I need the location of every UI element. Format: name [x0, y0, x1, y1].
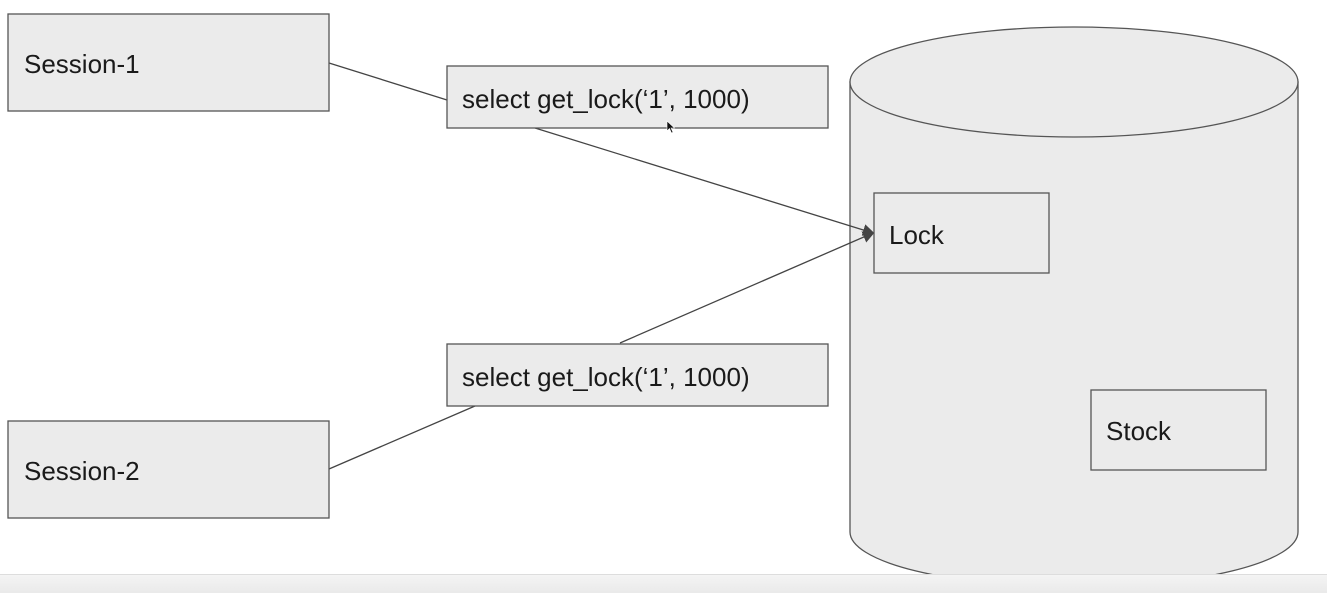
cylinder-top — [849, 26, 1299, 138]
session-1-node: Session-1 — [7, 13, 330, 112]
mouse-cursor-icon — [666, 120, 676, 134]
session-2-node: Session-2 — [7, 420, 330, 519]
database-cylinder — [849, 26, 1299, 588]
connector-session2-query2 — [328, 405, 476, 470]
query-2-label: select get_lock(‘1’, 1000) — [462, 362, 750, 392]
query-1-label: select get_lock(‘1’, 1000) — [462, 84, 750, 114]
cylinder-body — [849, 81, 1299, 588]
arrow-query1-to-lock — [534, 127, 875, 236]
lock-node: Lock — [873, 192, 1050, 274]
lock-label: Lock — [889, 220, 945, 250]
bottom-bar — [0, 574, 1327, 593]
query-1-node: select get_lock(‘1’, 1000) — [446, 65, 829, 129]
stock-label: Stock — [1106, 416, 1172, 446]
session-1-label: Session-1 — [24, 49, 140, 79]
session-2-label: Session-2 — [24, 456, 140, 486]
stock-node: Stock — [1090, 389, 1267, 471]
connector-session1-query1 — [328, 62, 448, 101]
query-2-node: select get_lock(‘1’, 1000) — [446, 343, 829, 407]
arrow-query2-to-lock — [619, 231, 875, 344]
